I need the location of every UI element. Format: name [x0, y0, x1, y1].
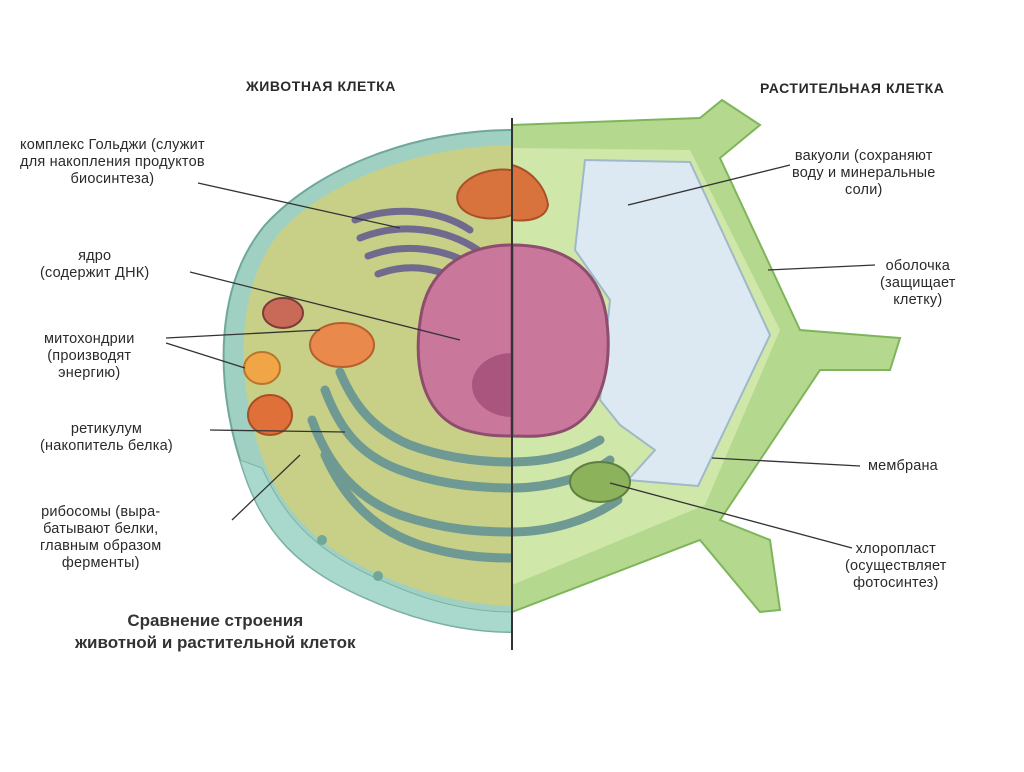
wall-label-line: клетку) — [880, 292, 956, 309]
mitochondria-label-line: энергию) — [44, 365, 135, 382]
chloroplast-label-line: хлоропласт — [845, 541, 947, 558]
nucleus-label-line: ядро — [40, 248, 149, 265]
wall-label: оболочка (защищает клетку) — [880, 258, 956, 309]
golgi-label-line: для накопления продуктов — [20, 154, 205, 171]
leader-wall — [768, 265, 875, 270]
nucleus-label-line: (содержит ДНК) — [40, 265, 149, 282]
ribosome — [373, 571, 383, 581]
golgi-label: комплекс Гольджи (служит для накопления … — [20, 137, 205, 188]
vacuoles-label-line: воду и минеральные — [792, 165, 936, 182]
ribosome — [317, 535, 327, 545]
reticulum-label: ретикулум (накопитель белка) — [40, 421, 173, 455]
mitochondrion — [248, 395, 292, 435]
chloroplast-label-line: (осуществляет — [845, 558, 947, 575]
animal-cell — [224, 130, 552, 632]
wall-label-line: (защищает — [880, 275, 956, 292]
chloroplast — [570, 462, 630, 502]
membrane-label-line: мембрана — [868, 458, 938, 475]
caption-line: животной и растительной клеток — [75, 632, 355, 654]
membrane-label: мембрана — [868, 458, 938, 475]
nucleus-label: ядро (содержит ДНК) — [40, 248, 149, 282]
ribosomes-label-line: главным образом — [40, 538, 161, 555]
caption-line: Сравнение строения — [75, 610, 355, 632]
vacuoles-label-line: вакуоли (сохраняют — [792, 148, 936, 165]
vacuoles-label-line: соли) — [792, 182, 936, 199]
vacuoles-label: вакуоли (сохраняют воду и минеральные со… — [792, 148, 936, 199]
plant-cell-heading: РАСТИТЕЛЬНАЯ КЛЕТКА — [760, 80, 945, 96]
mitochondrion — [263, 298, 303, 328]
diagram-caption: Сравнение строения животной и растительн… — [75, 610, 355, 654]
mitochondria-label-line: митохондрии — [44, 331, 135, 348]
animal-cell-heading: ЖИВОТНАЯ КЛЕТКА — [246, 78, 396, 94]
mitochondria-label-line: (производят — [44, 348, 135, 365]
ribosomes-label: рибосомы (выра- батывают белки, главным … — [40, 504, 161, 572]
reticulum-label-line: (накопитель белка) — [40, 438, 173, 455]
ribosomes-label-line: ферменты) — [40, 555, 161, 572]
ribosomes-label-line: рибосомы (выра- — [40, 504, 161, 521]
golgi-label-line: биосинтеза) — [20, 171, 205, 188]
golgi-label-line: комплекс Гольджи (служит — [20, 137, 205, 154]
wall-label-line: оболочка — [880, 258, 956, 275]
reticulum-label-line: ретикулум — [40, 421, 173, 438]
mitochondrion — [244, 352, 280, 384]
ribosomes-label-line: батывают белки, — [40, 521, 161, 538]
chloroplast-label-line: фотосинтез) — [845, 575, 947, 592]
mitochondria-label: митохондрии (производят энергию) — [44, 331, 135, 382]
chloroplast-label: хлоропласт (осуществляет фотосинтез) — [845, 541, 947, 592]
